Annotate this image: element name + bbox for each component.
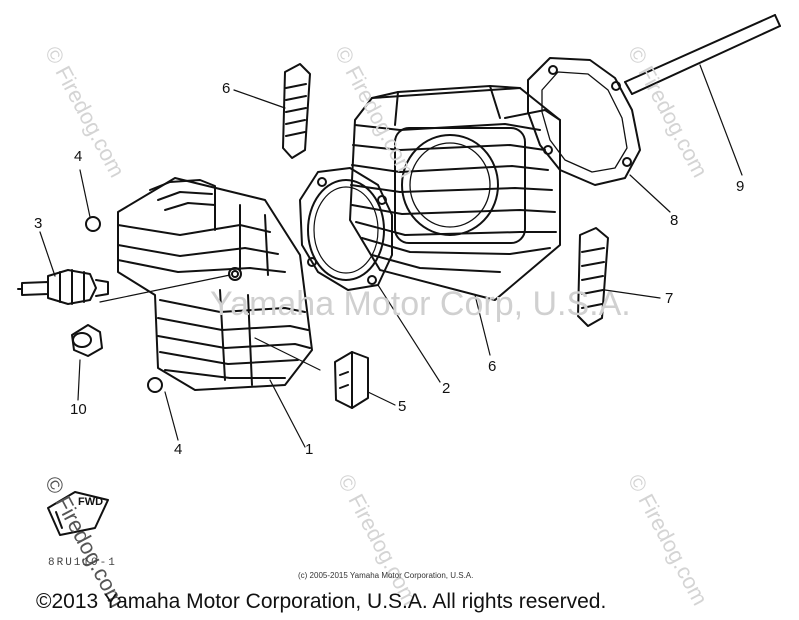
callout-7-upper: 6 (222, 80, 231, 97)
watermark-center: Yamaha Motor Corp, U.S.A. (210, 285, 631, 323)
cylinder-part-6 (349, 85, 561, 301)
damper-part-7-lower (577, 227, 609, 327)
nut-part-4-lower (147, 377, 163, 393)
reference-code: 8RU110-1 (48, 557, 117, 569)
copyright-notice: ©2013 Yamaha Motor Corporation, U.S.A. A… (36, 590, 607, 613)
spark-plug-part-3 (17, 269, 109, 305)
callout-4-lower: 4 (174, 441, 183, 458)
fwd-label: FWD (78, 496, 104, 508)
callout-4-upper: 4 (74, 148, 83, 165)
leader-lines (39, 64, 743, 448)
callout-1: 1 (305, 441, 314, 458)
nut-part-4-upper (85, 216, 101, 232)
cap-part-10 (71, 324, 103, 357)
callout-5: 5 (398, 398, 407, 415)
forward-arrow-icon (47, 491, 109, 536)
cylinder-head-part-1 (117, 177, 313, 391)
callout-8: 8 (670, 212, 679, 229)
callout-9: 9 (736, 178, 745, 195)
gasket-part-8 (527, 57, 641, 186)
small-copyright: (c) 2005-2015 Yamaha Motor Corporation, … (298, 571, 474, 580)
insert-part-5 (334, 351, 369, 409)
callout-10: 10 (70, 401, 87, 418)
callout-6: 6 (488, 358, 497, 375)
callout-7-lower: 7 (665, 290, 674, 307)
rod-part-9 (624, 14, 781, 95)
callout-2: 2 (442, 380, 451, 397)
callout-3: 3 (34, 215, 43, 232)
damper-part-7-upper (282, 63, 311, 159)
gasket-part-2 (299, 167, 393, 291)
